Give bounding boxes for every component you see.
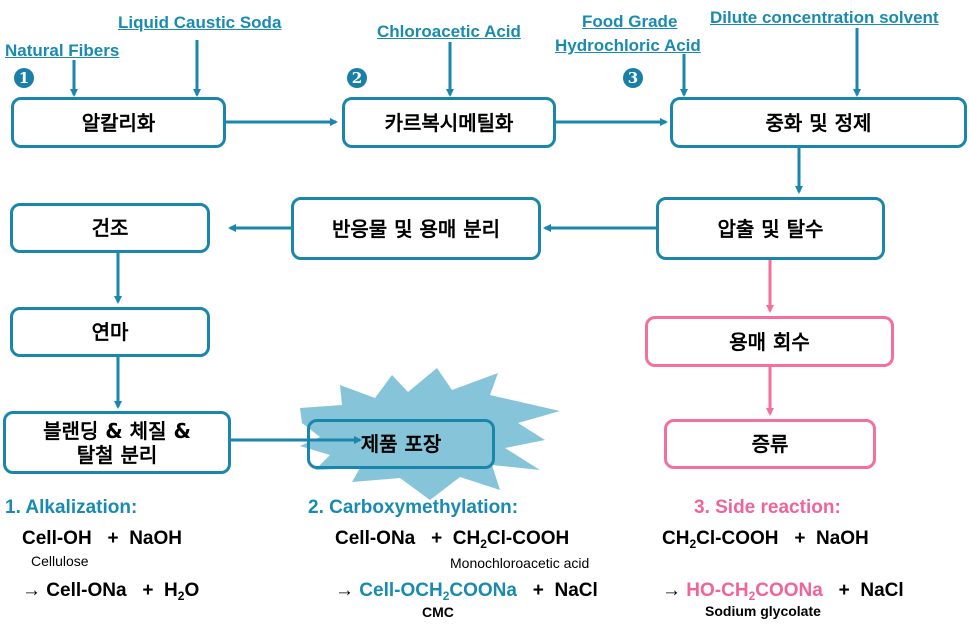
box-pressing-dewatering: 압출 및 탈수 (656, 197, 885, 260)
box-label: 알칼리화 (81, 110, 156, 135)
reaction-2-products: → Cell-OCH2COONa + NaCl (335, 580, 598, 603)
product-cmc: Cell-OCH2COONa (359, 580, 517, 603)
product-sodium-glycolate: HO-CH2COONa (686, 580, 823, 603)
box-neutralization: 중화 및 정제 (670, 97, 967, 148)
reaction-1-products: → Cell-ONa + H2O (22, 580, 200, 603)
box-carboxymethylation: 카르복시메틸화 (342, 97, 556, 148)
box-label: 제품 포장 (360, 432, 442, 456)
box-label-line2: 탈철 분리 (76, 442, 158, 467)
box-distillation: 증류 (664, 419, 876, 469)
input-chloroacetic-acid: Chloroacetic Acid (377, 22, 521, 41)
arrow: → (662, 580, 681, 601)
reaction-3-products: → HO-CH2COONa + NaCl (662, 580, 904, 603)
reaction-2-reactants: Cell-ONa + CH2Cl-COOH (335, 528, 570, 551)
box-label: 증류 (751, 432, 789, 456)
plus: + (838, 580, 850, 601)
reactant: NaOH (129, 528, 182, 549)
arrow: → (22, 580, 41, 601)
reaction-3-glycolate-note: Sodium glycolate (705, 603, 821, 619)
box-blending: 블랜딩 & 체질 & 탈철 분리 (3, 411, 231, 474)
box-packaging: 제품 포장 (307, 419, 495, 469)
box-solvent-recovery: 용매 회수 (645, 316, 894, 367)
reaction-3-heading: 3. Side reaction: (694, 497, 841, 518)
reactant: CH2Cl-COOH (452, 528, 570, 551)
product: H2O (164, 580, 200, 603)
box-alkalization: 알칼리화 (11, 97, 226, 148)
plus: + (142, 580, 154, 601)
box-separation: 반응물 및 용매 분리 (291, 197, 541, 260)
reaction-3-reactants: CH2Cl-COOH + NaOH (662, 528, 869, 551)
box-drying: 건조 (10, 203, 210, 253)
product: Cell-ONa (46, 580, 127, 601)
reactant: Cell-ONa (335, 528, 416, 549)
reaction-1-cellulose-note: Cellulose (31, 553, 89, 569)
plus: + (794, 528, 806, 549)
reaction-2-monochloroacetic-note: Monochloroacetic acid (450, 555, 590, 571)
box-label: 압출 및 탈수 (717, 216, 824, 241)
box-label: 용매 회수 (729, 329, 810, 354)
box-label: 카르복시메틸화 (384, 110, 514, 135)
product: NaCl (860, 580, 904, 601)
reactant: NaOH (815, 528, 869, 549)
box-label: 건조 (91, 216, 129, 240)
input-natural-fibers: Natural Fibers (5, 41, 120, 60)
plus: + (431, 528, 443, 549)
box-label: 반응물 및 용매 분리 (331, 216, 501, 241)
reaction-1-heading: 1. Alkalization: (5, 497, 138, 518)
input-dilute-solvent: Dilute concentration solvent (710, 8, 939, 27)
reaction-1-reactants: Cell-OH + NaOH (22, 528, 182, 550)
product: NaCl (554, 580, 598, 601)
reaction-2-heading: 2. Carboxymethylation: (308, 497, 519, 518)
box-label: 중화 및 정제 (765, 110, 872, 135)
input-food-grade: Food Grade (582, 12, 678, 31)
input-hydrochloric-acid: Hydrochloric Acid (555, 36, 701, 55)
box-label-line1: 블랜딩 & 체질 & (43, 418, 191, 443)
plus: + (532, 580, 544, 601)
box-label: 연마 (91, 320, 129, 344)
reactant: CH2Cl-COOH (662, 528, 779, 551)
step-marker-2: 2 (347, 68, 367, 88)
plus: + (107, 528, 119, 549)
reactant: Cell-OH (22, 528, 92, 549)
step-marker-1: 1 (14, 68, 34, 88)
step-marker-3: 3 (623, 68, 643, 88)
box-grinding: 연마 (10, 307, 210, 357)
reaction-2-cmc-note: CMC (422, 604, 454, 620)
input-liquid-caustic-soda: Liquid Caustic Soda (118, 13, 282, 32)
arrow: → (335, 580, 354, 601)
